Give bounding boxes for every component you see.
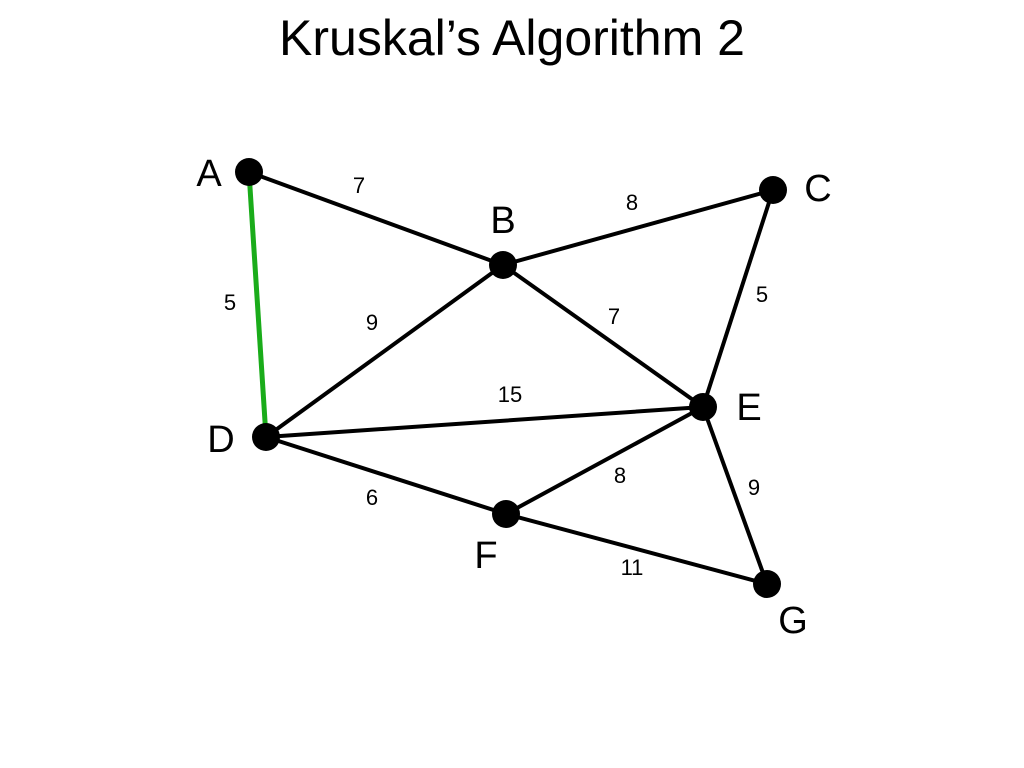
edge-weight-e-g: 9 [748,475,760,500]
node-label-e: E [736,387,761,429]
node-labels-layer: A B C D E F G [196,153,831,642]
node-g [753,570,781,598]
edge-weight-a-b: 7 [353,173,365,198]
node-b [489,251,517,279]
node-label-c: C [804,168,831,210]
node-label-b: B [490,200,515,242]
node-c [759,176,787,204]
node-f [492,500,520,528]
edge-d-e [264,405,705,439]
nodes-layer [235,158,787,598]
node-label-a: A [196,153,222,195]
edge-b-c [501,188,775,267]
edge-weight-b-d: 9 [366,310,378,335]
edge-weight-e-f: 8 [614,463,626,488]
edge-a-b [247,170,505,267]
node-label-d: D [207,419,234,461]
edge-b-e [501,263,705,409]
edge-c-e [701,188,775,409]
node-a [235,158,263,186]
edge-weight-c-e: 5 [756,282,768,307]
slide-title: Kruskal’s Algorithm 2 [279,10,745,66]
edge-a-d-selected [246,169,269,440]
edge-weights-layer: 7 5 8 9 7 5 15 6 8 9 11 [224,173,768,580]
edge-d-f [264,435,508,516]
edge-e-g [701,405,769,586]
edge-weight-b-c: 8 [626,190,638,215]
edge-weight-b-e: 7 [608,304,620,329]
edge-weight-a-d: 5 [224,290,236,315]
edge-weight-d-f: 6 [366,485,378,510]
node-e [689,393,717,421]
edge-e-f [504,405,705,516]
edge-b-d [264,263,505,439]
edge-weight-d-e: 15 [498,382,522,407]
edge-f-g [504,512,769,586]
node-label-f: F [474,535,497,577]
node-label-g: G [778,600,808,642]
edges-layer [246,169,775,586]
edge-weight-f-g: 11 [621,555,644,580]
node-d [252,423,280,451]
